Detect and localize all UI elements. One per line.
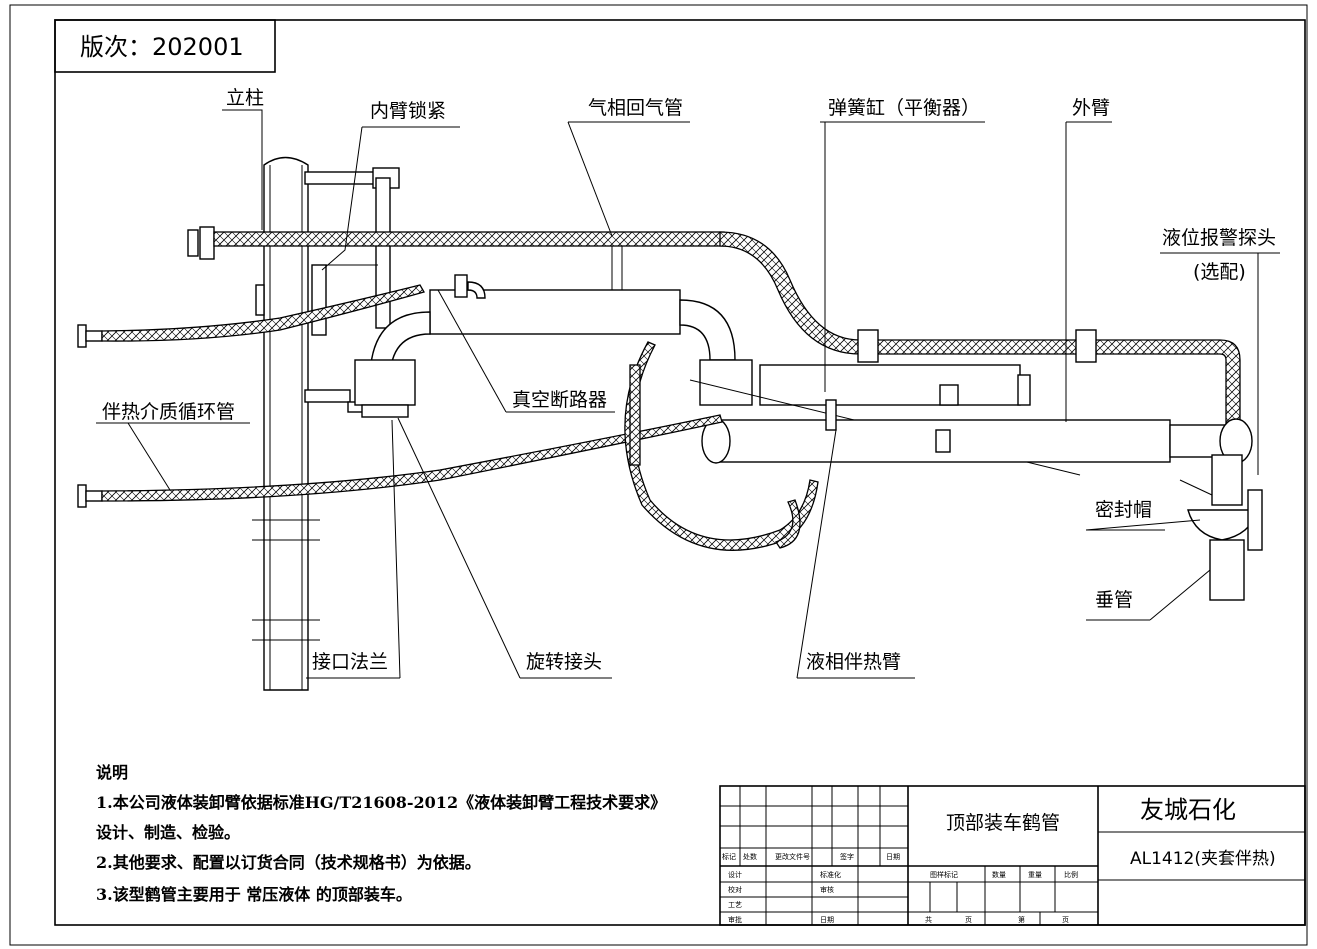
- tb-date2: 日期: [820, 916, 834, 924]
- outer-arm: [701, 399, 1253, 464]
- label-vapor-return: 气相回气管: [588, 97, 683, 119]
- inner-border: [54, 19, 1306, 926]
- label-level-alarm: 液位报警探头: [1162, 227, 1276, 249]
- outer-border: [9, 4, 1308, 946]
- version-box: 版次：202001: [54, 19, 276, 73]
- model-number: AL1412(夹套伴热): [1130, 849, 1276, 869]
- label-seal-cap: 密封帽: [1095, 499, 1152, 521]
- tb-qty: 数量: [992, 870, 1006, 879]
- leader-lines: [96, 109, 1280, 679]
- notes-line-3: 3.该型鹤管主要用于 常压液体 的顶部装车。: [96, 885, 412, 904]
- title-block: 标记 处数 更改文件号 签字 日期 设计 标准化 校对 审核 工艺 审批 日期 …: [719, 785, 1306, 926]
- label-vacuum-breaker: 真空断路器: [512, 389, 607, 411]
- tb-mark: 标记: [722, 852, 736, 861]
- label-heating-circuit: 伴热介质循环管: [102, 401, 235, 423]
- label-inner-arm-lock: 内臂锁紧: [370, 100, 446, 122]
- drawing-title: 顶部装车鹤管: [946, 812, 1060, 834]
- label-swivel-joint: 旋转接头: [526, 651, 602, 673]
- tb-sheet-unit: 页: [965, 916, 972, 924]
- tb-check: 校对: [728, 885, 742, 894]
- label-column: 立柱: [226, 87, 264, 109]
- tb-change-doc: 更改文件号: [775, 852, 810, 861]
- tb-standardize: 标准化: [820, 870, 841, 879]
- tb-date: 日期: [886, 853, 900, 861]
- tb-approve: 审批: [728, 915, 742, 924]
- label-liquid-heating-arm: 液相伴热臂: [806, 651, 901, 673]
- inner-arm: [354, 274, 753, 418]
- tb-sign: 签字: [840, 852, 854, 861]
- tb-sheet-unit2: 页: [1062, 916, 1069, 924]
- tb-process: 工艺: [728, 901, 742, 909]
- notes-line-2: 2.其他要求、配置以订货合同（技术规格书）为依据。: [96, 853, 481, 872]
- tb-scale: 比例: [1064, 870, 1078, 879]
- heating-hoses: [77, 284, 819, 551]
- label-outer-arm: 外臂: [1072, 97, 1110, 119]
- notes-line-1: 1.本公司液体装卸臂依据标准HG/T21608-2012《液体装卸臂工程技术要求…: [96, 793, 666, 812]
- drop-pipe-assembly: [1179, 454, 1263, 601]
- tb-weight: 重量: [1028, 871, 1042, 879]
- company-name: 友城石化: [1140, 796, 1236, 824]
- label-inlet-flange: 接口法兰: [312, 651, 388, 673]
- version-text: 版次：202001: [80, 33, 244, 61]
- tb-stage-mark: 图样标记: [930, 870, 958, 879]
- riser-column: [252, 156, 320, 691]
- tb-total: 共: [925, 915, 932, 924]
- label-drop-pipe: 垂管: [1095, 589, 1133, 611]
- notes-line-1b: 设计、制造、检验。: [96, 823, 240, 842]
- tb-count: 处数: [743, 852, 757, 861]
- notes-heading: 说明: [96, 763, 128, 782]
- tb-page: 第: [1018, 915, 1025, 924]
- tb-design: 设计: [728, 870, 742, 879]
- label-level-alarm-note: (选配): [1193, 261, 1246, 283]
- loading-arm-drawing: [77, 156, 1263, 691]
- notes-block: 说明 1.本公司液体装卸臂依据标准HG/T21608-2012《液体装卸臂工程技…: [96, 763, 666, 904]
- tb-review: 审核: [820, 885, 834, 894]
- label-spring-cylinder: 弹簧缸（平衡器）: [828, 97, 980, 119]
